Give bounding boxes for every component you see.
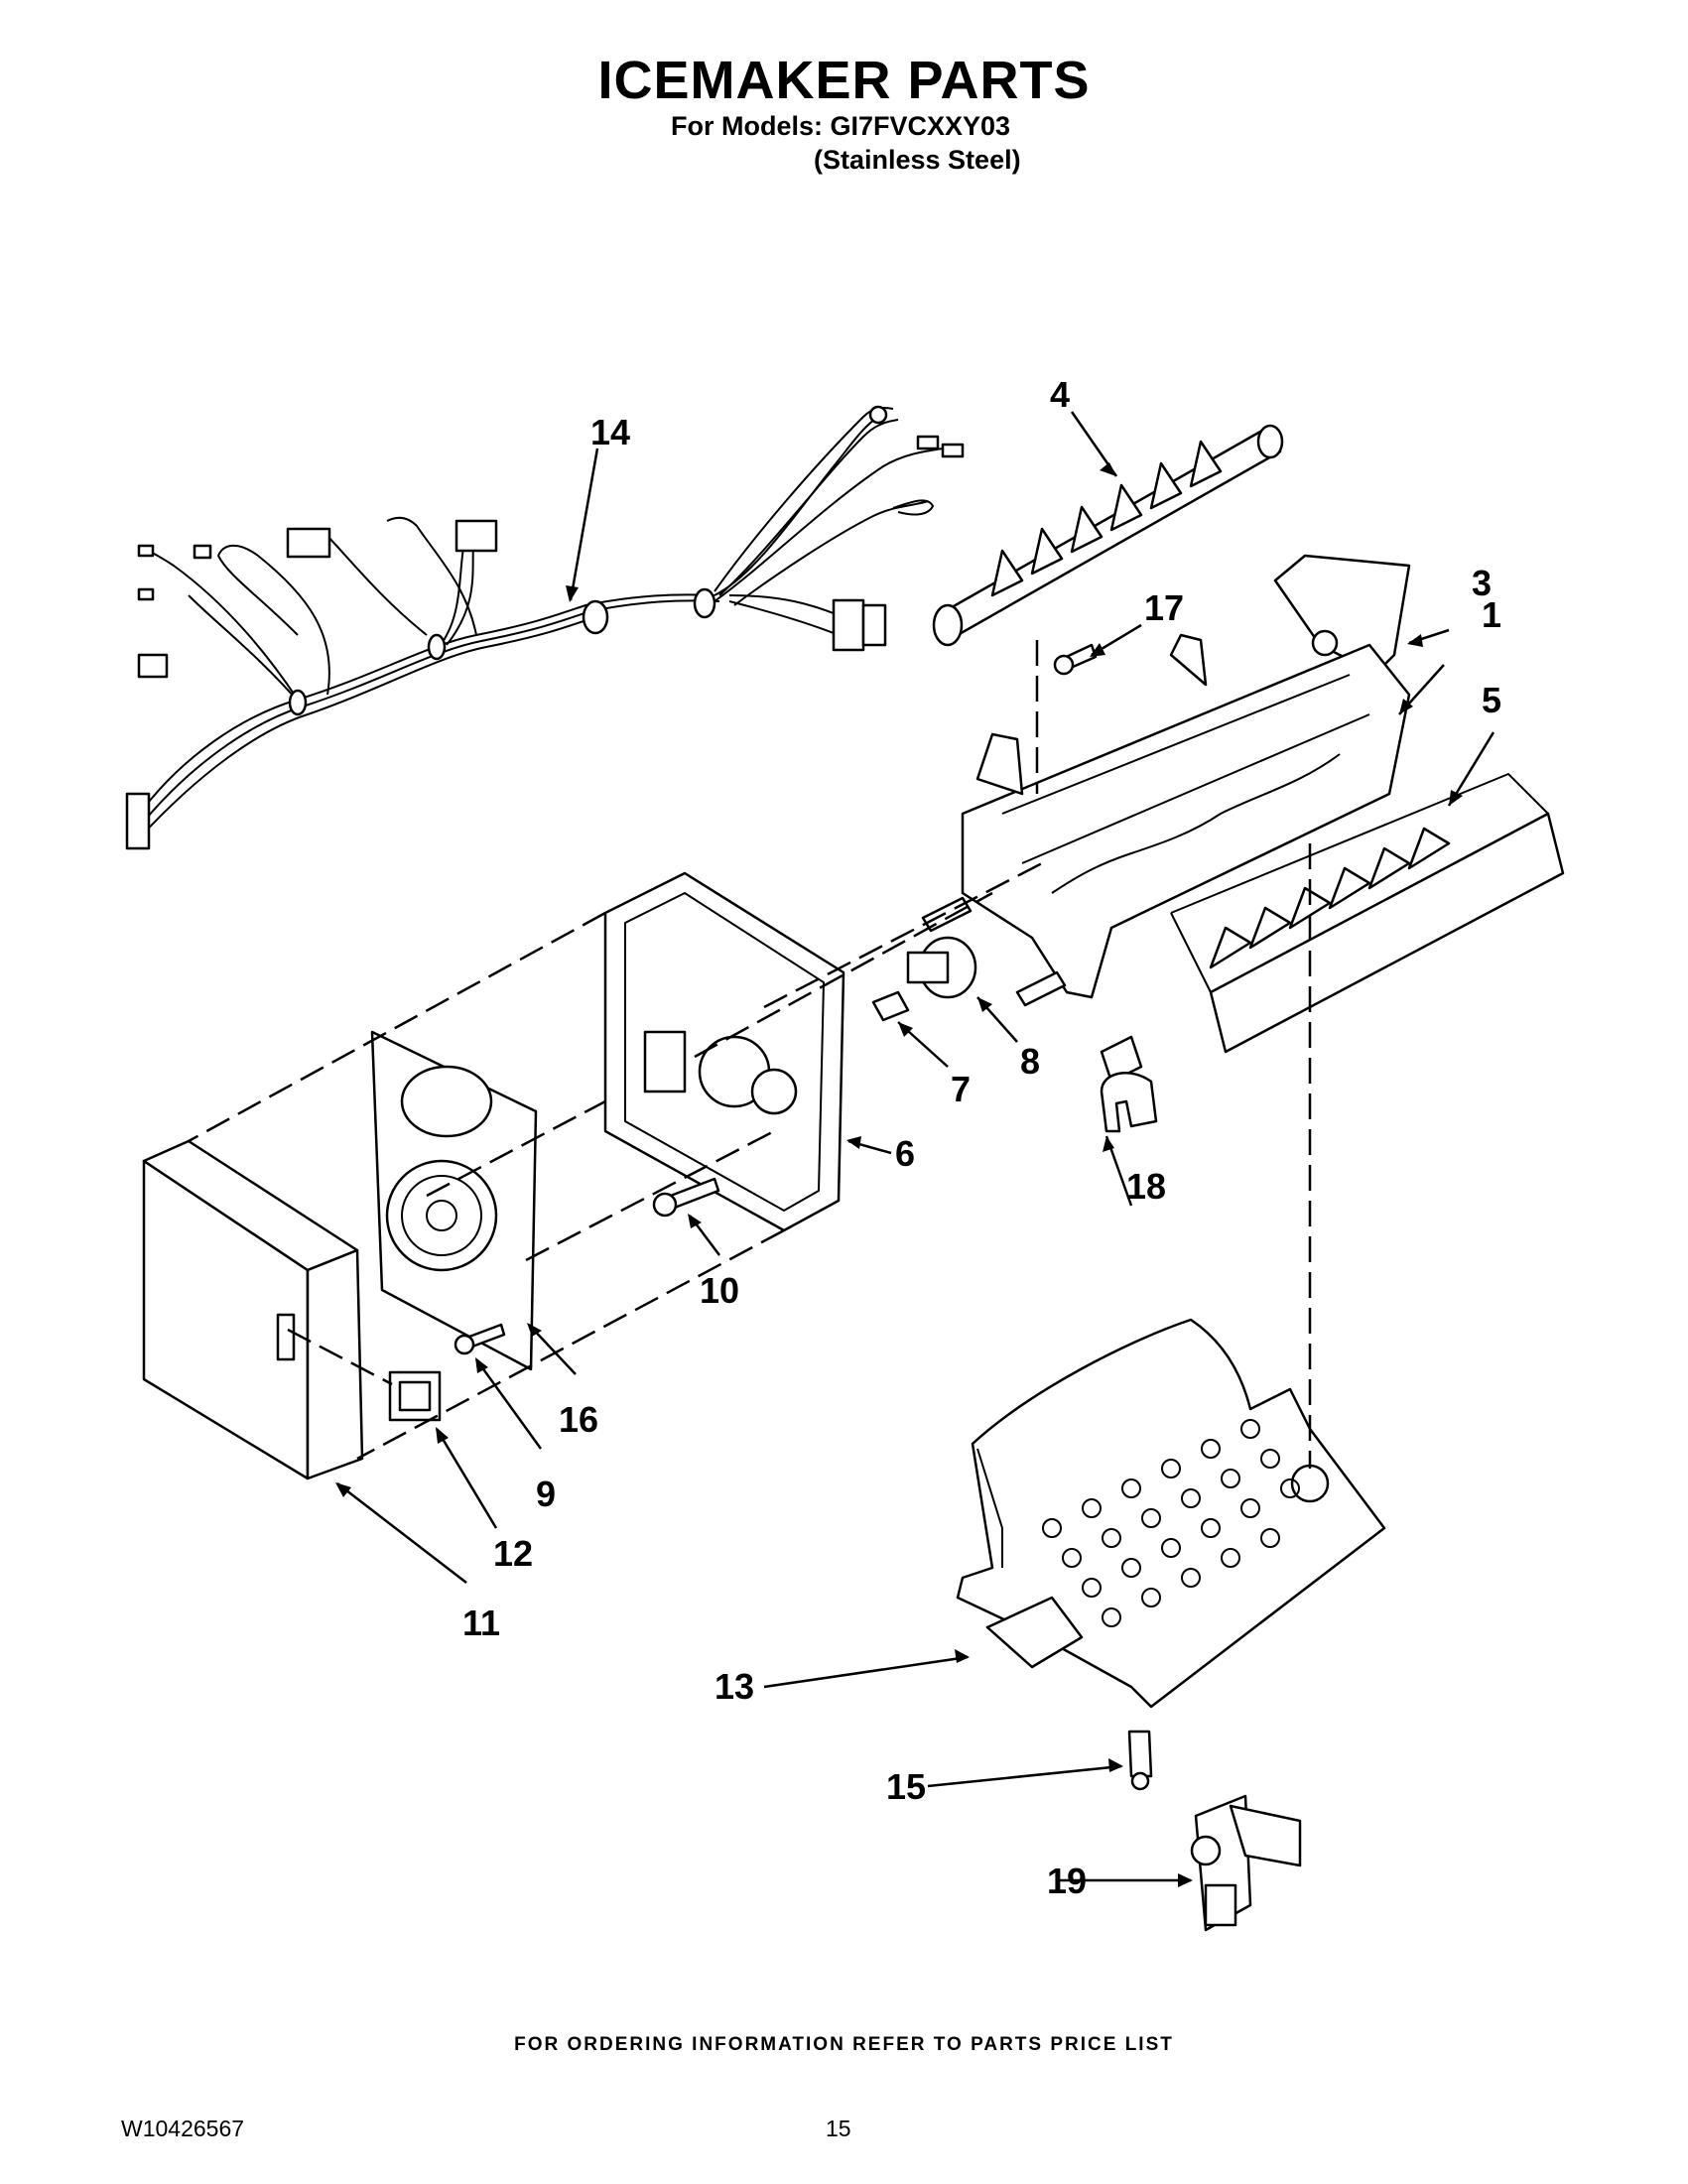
callout-16: 16	[559, 1399, 598, 1440]
ice-bucket-icon	[956, 1318, 1386, 1709]
clip-icon	[1100, 1072, 1158, 1133]
leader-lines	[335, 411, 1495, 1887]
ejector-icon	[932, 424, 1284, 647]
callout-6: 6	[895, 1133, 915, 1174]
assembly-lines	[188, 640, 1312, 1469]
screw-icon	[454, 643, 1153, 1791]
cover-icon	[142, 1139, 364, 1480]
stripper-icon	[1170, 772, 1565, 1054]
switch-icon	[388, 1370, 442, 1422]
callout-8: 8	[1020, 1041, 1040, 1082]
document-number: W10426567	[121, 2116, 245, 2141]
models-line: For Models: GI7FVCXXY03	[671, 111, 1011, 141]
callout-11: 11	[462, 1603, 500, 1643]
callout-1: 1	[1482, 594, 1501, 635]
control-module-icon	[370, 1030, 538, 1371]
callout-14: 14	[590, 412, 630, 452]
thermostat-icon	[871, 896, 1143, 1084]
wire-harness-icon	[125, 405, 965, 850]
callout-9: 9	[536, 1474, 556, 1514]
ordering-note: FOR ORDERING INFORMATION REFER TO PARTS …	[514, 2034, 1174, 2055]
callout-18: 18	[1126, 1166, 1166, 1207]
page-title: ICEMAKER PARTS	[597, 51, 1091, 110]
callout-12: 12	[493, 1533, 533, 1574]
water-valve-icon	[1190, 1794, 1302, 1932]
callout-5: 5	[1482, 680, 1501, 720]
callout-10: 10	[700, 1270, 739, 1311]
callout-3: 3	[1472, 563, 1492, 603]
housing-icon	[603, 871, 845, 1232]
page-number: 15	[826, 2116, 851, 2141]
callout-4: 4	[1050, 374, 1070, 415]
mold-icon	[961, 633, 1411, 999]
callout-15: 15	[886, 1766, 926, 1807]
callout-17: 17	[1144, 587, 1184, 628]
callout-13: 13	[714, 1666, 754, 1707]
callout-19: 19	[1047, 1861, 1087, 1901]
finish-line: (Stainless Steel)	[814, 145, 1021, 175]
callout-7: 7	[951, 1069, 971, 1109]
